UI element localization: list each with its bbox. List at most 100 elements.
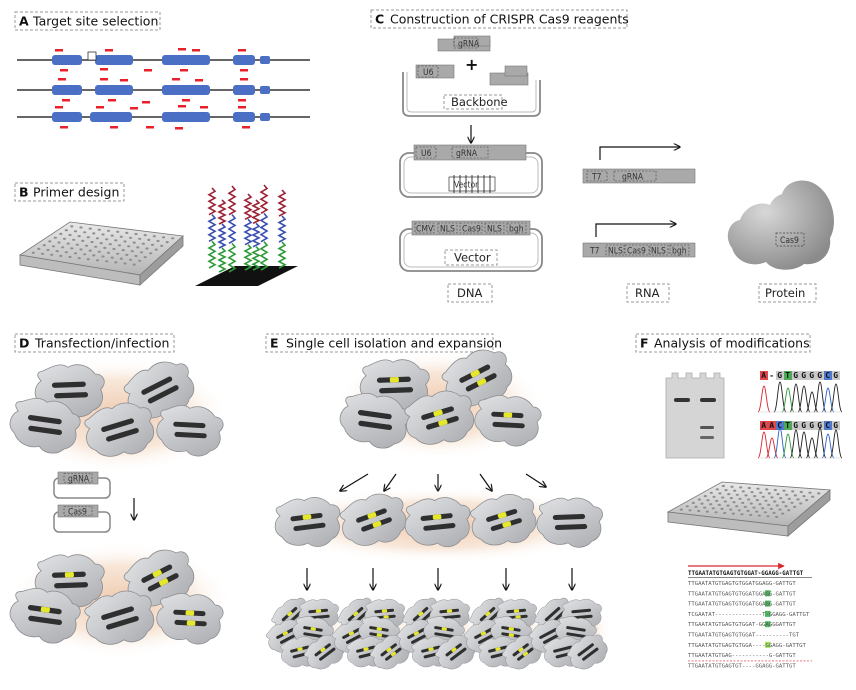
plate-well xyxy=(37,247,41,250)
plate-well xyxy=(143,234,147,237)
plate-well xyxy=(811,495,815,498)
plate-well xyxy=(97,228,101,231)
plate-well xyxy=(134,232,138,236)
plate-well xyxy=(94,245,98,248)
plate-well xyxy=(773,500,777,503)
plate-well xyxy=(154,248,158,251)
expansion-arrows xyxy=(307,568,572,590)
plate-well xyxy=(729,497,733,500)
base-call: A xyxy=(769,421,774,430)
plate-well xyxy=(72,238,76,241)
panel-d-label: D Transfection/infection xyxy=(14,333,175,353)
grna-fragment: gRNA xyxy=(437,35,491,52)
plate-well xyxy=(791,490,795,493)
panel-letter-e: E xyxy=(270,336,279,351)
rna2-nls2: NLS xyxy=(651,247,666,257)
plate-well xyxy=(691,501,695,504)
plate-well xyxy=(709,503,713,506)
panel-title-b: Primer design xyxy=(33,185,119,200)
plate-well xyxy=(749,513,753,517)
plate-well xyxy=(143,256,147,259)
col-protein: Protein xyxy=(765,286,805,300)
plate-well xyxy=(747,486,751,490)
plate-well xyxy=(717,503,721,506)
plate-well xyxy=(730,485,734,488)
plate-well xyxy=(799,490,803,494)
plate-well xyxy=(121,249,125,252)
plate-well xyxy=(775,515,779,519)
plate-well xyxy=(740,513,744,516)
plate-well xyxy=(753,495,757,498)
plate-well xyxy=(711,507,715,510)
plate-well xyxy=(128,236,133,239)
plate-well xyxy=(697,498,701,501)
plate-well xyxy=(799,502,803,505)
plate-well xyxy=(79,248,83,251)
base-call: G xyxy=(817,421,822,430)
plate-well xyxy=(130,250,134,253)
trace-peak xyxy=(797,385,811,413)
plate-well xyxy=(114,239,118,242)
trace-peak xyxy=(765,437,779,459)
plate-well xyxy=(756,487,760,490)
plate-well xyxy=(781,512,785,515)
trace-peak xyxy=(829,429,843,459)
plate-well xyxy=(758,503,762,506)
alignment-row: TTGAATATGTGAGTGTGGA----GGAGG-GATTGT xyxy=(688,643,807,649)
primer-strand xyxy=(217,199,227,225)
plate-well xyxy=(744,494,748,497)
primer-strand xyxy=(251,246,261,271)
plate-well xyxy=(714,511,718,514)
plate-well xyxy=(779,497,783,500)
plate-well xyxy=(776,493,780,496)
well-plate-f xyxy=(666,481,831,537)
plate-well xyxy=(86,236,90,239)
alignment-row: TTGAATATGTGAG-----------G-GATTGT xyxy=(688,653,796,659)
plate-well xyxy=(161,236,166,239)
plate-well xyxy=(763,511,767,514)
rna1-t7: T7 xyxy=(591,173,602,183)
plate-well xyxy=(787,497,791,500)
trace-peak xyxy=(805,437,819,459)
plate-well xyxy=(141,242,145,245)
plate-well xyxy=(747,498,751,501)
plate-well xyxy=(105,260,109,263)
transfection-plasmids: gRNA Cas9 xyxy=(53,471,111,533)
plate-well xyxy=(108,243,112,246)
plate-well xyxy=(765,488,769,491)
plasmid2-cas9: Cas9 xyxy=(462,225,481,235)
grna-transcript: T7 gRNA xyxy=(582,147,696,184)
primer-strand xyxy=(227,242,237,273)
plate-well xyxy=(752,506,756,509)
plate-well xyxy=(732,501,736,504)
gene-track-2 xyxy=(17,78,310,104)
plate-well xyxy=(720,507,724,510)
gene-track-3 xyxy=(17,105,310,130)
primer-strand xyxy=(207,214,217,243)
plate-well xyxy=(761,507,765,510)
plate-well xyxy=(715,488,719,491)
plate-well xyxy=(139,251,144,254)
plus-sign: + xyxy=(465,55,478,74)
gene-track-1 xyxy=(17,48,310,72)
panel-c-label: C Construction of CRISPR Cas9 reagents xyxy=(370,9,629,29)
plate-well xyxy=(729,508,733,511)
plate-well xyxy=(739,486,743,489)
cas9-transcript: T7 NLS Cas9 NLS bgh xyxy=(582,224,696,258)
plate-well xyxy=(62,237,67,240)
u6-fragment-label: U6 xyxy=(423,68,434,78)
plate-well xyxy=(105,238,109,241)
plate-well xyxy=(77,257,81,260)
plate-well xyxy=(92,254,96,257)
rna2-cas9: Cas9 xyxy=(627,247,646,257)
plate-well xyxy=(48,240,52,243)
plate-well xyxy=(767,492,771,495)
plate-well xyxy=(123,240,127,243)
base-call: G xyxy=(801,421,806,430)
plate-well xyxy=(97,250,101,253)
plate-well xyxy=(712,495,716,498)
primer-strand xyxy=(243,218,253,246)
plate-well xyxy=(40,252,45,255)
plate-well xyxy=(81,239,85,242)
base-call: G xyxy=(801,371,806,380)
